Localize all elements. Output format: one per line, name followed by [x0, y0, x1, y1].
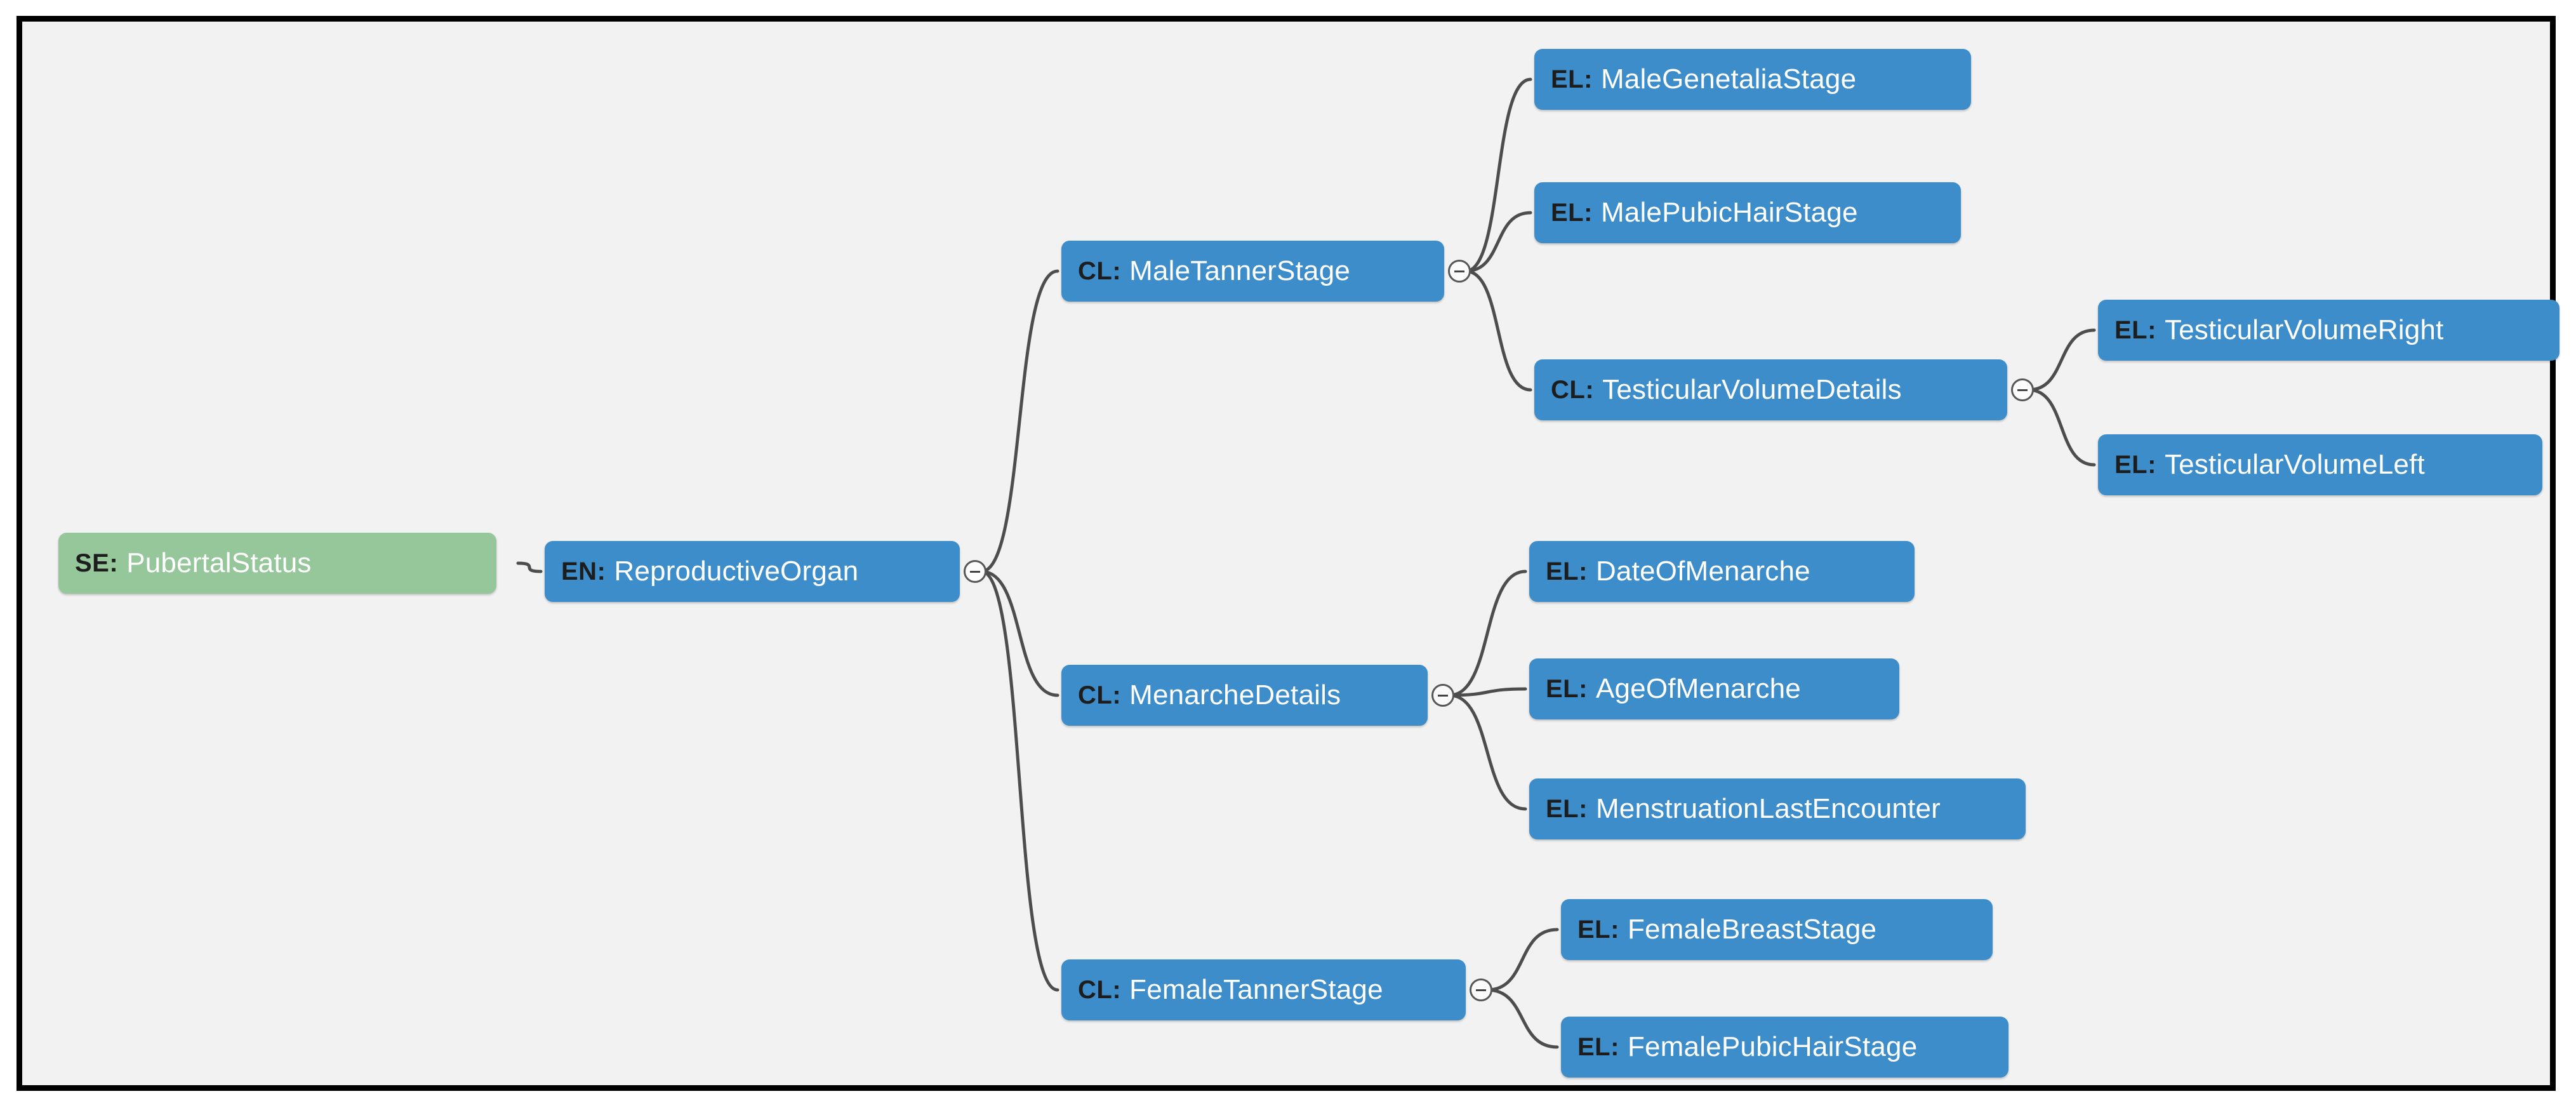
collapse-toggle-maletannerstage-icon[interactable] [1448, 260, 1471, 283]
edge-n5-to-n7 [2027, 388, 2096, 467]
node-prefix: EL: [1577, 915, 1619, 944]
node-label: PubertalStatus [126, 547, 312, 578]
node-prefix: EL: [2115, 450, 2156, 479]
edge-n8-to-n11 [1447, 693, 1527, 811]
collapse-toggle-femaletannerstage-icon[interactable] [1470, 978, 1492, 1001]
node-label: FemalePubicHairStage [1627, 1031, 1918, 1062]
edge-n8-to-n9 [1447, 570, 1527, 697]
minus-icon [970, 570, 980, 573]
edge-n0-to-n1 [516, 561, 543, 573]
edge-n8-to-n10 [1447, 687, 1527, 697]
node-label: MenarcheDetails [1129, 679, 1341, 711]
node-prefix: EL: [1551, 65, 1593, 93]
node-prefix: EL: [1546, 794, 1588, 823]
node-label: MaleGenetaliaStage [1600, 63, 1857, 95]
edge-n1-to-n2 [979, 269, 1059, 573]
node-prefix: CL: [1078, 975, 1122, 1004]
node-prefix: CL: [1078, 257, 1122, 285]
collapse-toggle-menarchedetails-icon[interactable] [1431, 684, 1454, 707]
node-label: TesticularVolumeLeft [2164, 449, 2425, 480]
edge-n1-to-n12 [979, 570, 1059, 992]
edge-n5-to-n6 [2027, 328, 2096, 392]
node-label: MalePubicHairStage [1600, 197, 1858, 228]
minus-icon [1476, 989, 1486, 991]
node-label: MenstruationLastEncounter [1595, 793, 1941, 824]
edge-n2-to-n4 [1464, 211, 1532, 273]
minus-icon [2017, 389, 2028, 391]
tree-node-reproductiveorgan[interactable]: EN: ReproductiveOrgan [545, 541, 960, 602]
node-label: ReproductiveOrgan [614, 556, 859, 587]
node-prefix: EL: [1546, 557, 1588, 585]
node-label: FemaleTannerStage [1129, 974, 1383, 1005]
tree-node-malegenetaliastage[interactable]: EL:MaleGenetaliaStage [1534, 49, 1971, 110]
tree-node-menarchedetails[interactable]: CL:MenarcheDetails [1061, 665, 1428, 726]
node-label: TesticularVolumeDetails [1602, 374, 1902, 405]
edge-n2-to-n3 [1464, 77, 1532, 273]
node-prefix: SE: [75, 549, 119, 577]
tree-node-maletannerstage[interactable]: CL:MaleTannerStage [1061, 241, 1444, 302]
tree-node-menstruationlastencounter[interactable]: EL:MenstruationLastEncounter [1529, 778, 2026, 839]
edge-n2-to-n5 [1464, 269, 1532, 392]
node-prefix: EL: [1551, 198, 1593, 227]
tree-node-pubertalstatus[interactable]: SE:PubertalStatus [58, 533, 496, 594]
node-label: DateOfMenarche [1595, 556, 1810, 587]
node-prefix: EL: [2115, 316, 2156, 344]
tree-node-testicularvolumeleft[interactable]: EL: TesticularVolumeLeft [2098, 434, 2542, 495]
edge-n12-to-n14 [1485, 988, 1559, 1049]
tree-node-ageofmenarche[interactable]: EL:AgeOfMenarche [1529, 658, 1899, 719]
node-prefix: CL: [1551, 375, 1595, 404]
tree-node-testicularvolumedetails[interactable]: CL:TesticularVolumeDetails [1534, 359, 2007, 420]
node-label: FemaleBreastStage [1627, 914, 1877, 945]
minus-icon [1438, 694, 1448, 697]
node-label: TesticularVolumeRight [2164, 314, 2444, 345]
collapse-toggle-testicularvolumedetails-icon[interactable] [2011, 378, 2034, 401]
edge-n12-to-n13 [1485, 928, 1559, 992]
node-prefix: EL: [1577, 1032, 1619, 1061]
tree-node-malepubichairstage[interactable]: EL:MalePubicHairStage [1534, 182, 1961, 243]
node-prefix: EL: [1546, 674, 1588, 703]
node-label: AgeOfMenarche [1595, 673, 1801, 704]
node-label: MaleTannerStage [1129, 255, 1351, 286]
tree-node-testicularvolumeright[interactable]: EL: TesticularVolumeRight [2098, 300, 2559, 361]
node-prefix: EN: [561, 557, 606, 585]
tree-node-femalebreaststage[interactable]: EL: FemaleBreastStage [1561, 899, 1993, 960]
tree-node-femalepubichairstage[interactable]: EL: FemalePubicHairStage [1561, 1017, 2008, 1078]
collapse-toggle-reproductiveorgan-icon[interactable] [964, 560, 986, 583]
tree-node-dateofmenarche[interactable]: EL:DateOfMenarche [1529, 541, 1915, 602]
edge-n1-to-n8 [979, 570, 1059, 697]
minus-icon [1454, 270, 1464, 272]
node-prefix: CL: [1078, 681, 1122, 709]
tree-node-femaletannerstage[interactable]: CL:FemaleTannerStage [1061, 959, 1466, 1020]
